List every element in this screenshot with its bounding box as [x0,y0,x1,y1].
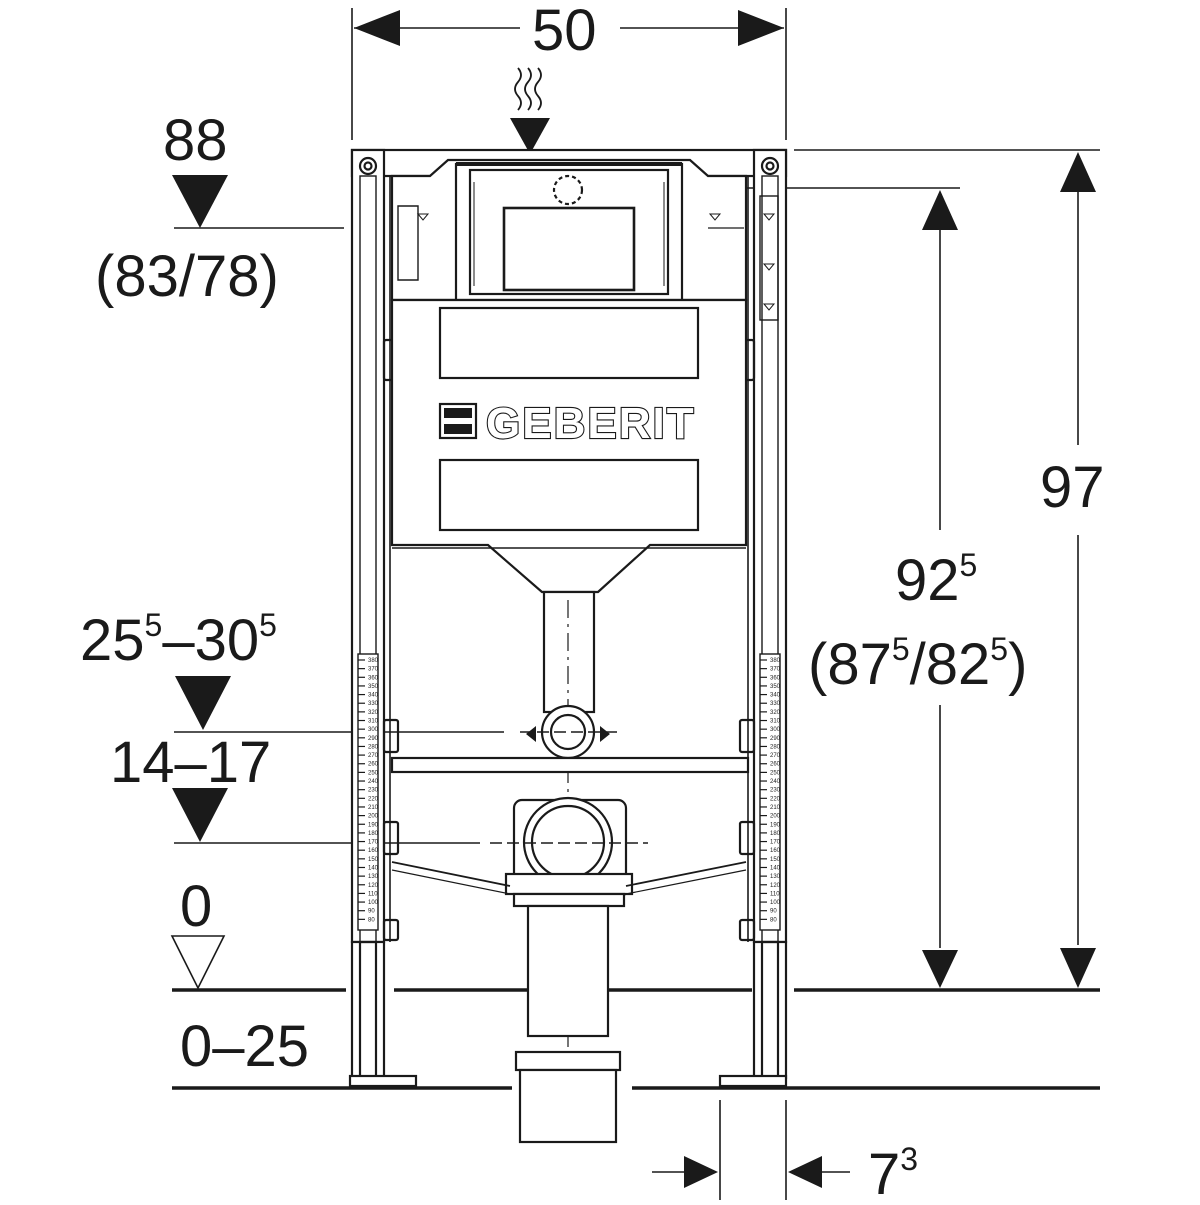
height-scale-left: 380 370 360 350 340 330 320 310 300 290 280 270 260 2… [357,653,379,931]
scale-tick-label: 90 [368,909,375,915]
inlet-range-label: 255–305 [80,607,277,673]
scale-tick-label: 170 [368,840,379,846]
scale-tick-label: 210 [770,805,781,811]
depth-label: 73 [868,1141,918,1200]
scale-tick-label: 370 [770,667,781,673]
scale-tick-label: 310 [368,719,379,725]
scale-tick-label: 120 [770,883,781,889]
level-marker-icon [175,676,231,730]
scale-tick-label: 160 [368,848,379,854]
scale-tick-label: 270 [770,753,781,759]
scale-tick-label: 250 [770,770,781,776]
scale-tick-label: 80 [368,917,375,923]
geberit-logo-icon [438,402,478,440]
scale-tick-label: 360 [770,675,781,681]
cistern [390,158,779,594]
arrow-right-icon [738,10,784,46]
scale-tick-label: 350 [770,684,781,690]
scale-tick-label: 320 [368,710,379,716]
scale-tick-label: 380 [770,658,781,664]
scale-tick-label: 270 [368,753,379,759]
scale-tick-label: 340 [368,693,379,699]
height-scale-right: 380 370 360 350 340 330 320 310 300 290 280 270 260 2… [759,653,781,931]
scale-tick-label: 190 [368,822,379,828]
scale-tick-label: 120 [368,883,379,889]
scale-tick-label: 180 [368,831,379,837]
level-marker-icon [172,175,228,228]
level-marker-icon [172,788,228,842]
scale-tick-label: 330 [368,701,379,707]
arrow-up-icon [922,190,958,230]
scale-tick-label: 210 [368,805,379,811]
total-height-label: 97 [1040,455,1105,520]
scale-tick-label: 110 [368,891,378,897]
scale-tick-label: 380 [368,658,379,664]
scale-tick-label: 230 [368,788,379,794]
scale-tick-label: 170 [770,840,781,846]
floor-lines [172,988,1100,1090]
scale-tick-label: 150 [770,857,781,863]
scale-tick-label: 130 [770,874,781,880]
scale-tick-label: 110 [770,891,780,897]
scale-tick-label: 290 [770,736,781,742]
scale-tick-label: 80 [770,917,777,923]
brand-logo: GEBERIT [486,399,696,448]
arrow-up-icon [1060,152,1096,192]
scale-tick-label: 140 [368,865,379,871]
height-alt-label: (875/825) [808,631,1027,697]
scale-tick-label: 230 [770,788,781,794]
scale-tick-label: 280 [368,744,379,750]
scale-tick-label: 300 [368,727,379,733]
scale-tick-label: 160 [770,848,781,854]
depth-dimension [652,1100,850,1200]
level-lines [174,227,504,844]
scale-tick-label: 370 [368,667,379,673]
scale-tick-label: 100 [770,900,781,906]
scale-tick-label: 310 [770,719,781,725]
scale-tick-label: 150 [368,857,379,863]
scale-tick-label: 130 [368,874,379,880]
arrow-left-icon [354,10,400,46]
arrow-left-icon [788,1156,822,1188]
arrow-down-icon [1060,948,1096,988]
scale-tick-label: 220 [770,796,781,802]
scale-tick-label: 240 [770,779,781,785]
floor-level-marker-icon [170,935,226,990]
scale-tick-label: 100 [368,900,379,906]
flush-pipe [390,590,750,1144]
height-dimensions [580,149,1100,988]
scale-tick-label: 340 [770,693,781,699]
scale-tick-label: 140 [770,865,781,871]
flush-height-label: 88 [163,108,228,173]
scale-tick-label: 200 [368,814,379,820]
scale-tick-label: 240 [368,779,379,785]
scale-tick-label: 180 [770,831,781,837]
scale-tick-label: 260 [770,762,781,768]
scale-tick-label: 220 [368,796,379,802]
scale-tick-label: 350 [368,684,379,690]
scale-tick-label: 250 [368,770,379,776]
arrow-right-icon [684,1156,718,1188]
vent-arrow-icon [510,67,550,154]
scale-tick-label: 90 [770,909,777,915]
scale-tick-label: 290 [368,736,379,742]
scale-tick-label: 320 [770,710,781,716]
width-label: 50 [532,0,597,63]
flush-height-alt-label: (83/78) [95,244,279,309]
scale-tick-label: 200 [770,814,781,820]
leg-adjust-label: 0–25 [180,1014,309,1079]
arrow-down-icon [922,950,958,988]
floor-level-label: 0 [180,874,212,939]
scale-tick-label: 190 [770,822,781,828]
scale-tick-label: 300 [770,727,781,733]
outlet-range-label: 14–17 [110,730,271,795]
scale-tick-label: 330 [770,701,781,707]
width-dimension [351,8,787,140]
scale-tick-label: 360 [368,675,379,681]
height-main-label: 925 [895,547,977,613]
scale-tick-label: 280 [770,744,781,750]
scale-tick-label: 260 [368,762,379,768]
